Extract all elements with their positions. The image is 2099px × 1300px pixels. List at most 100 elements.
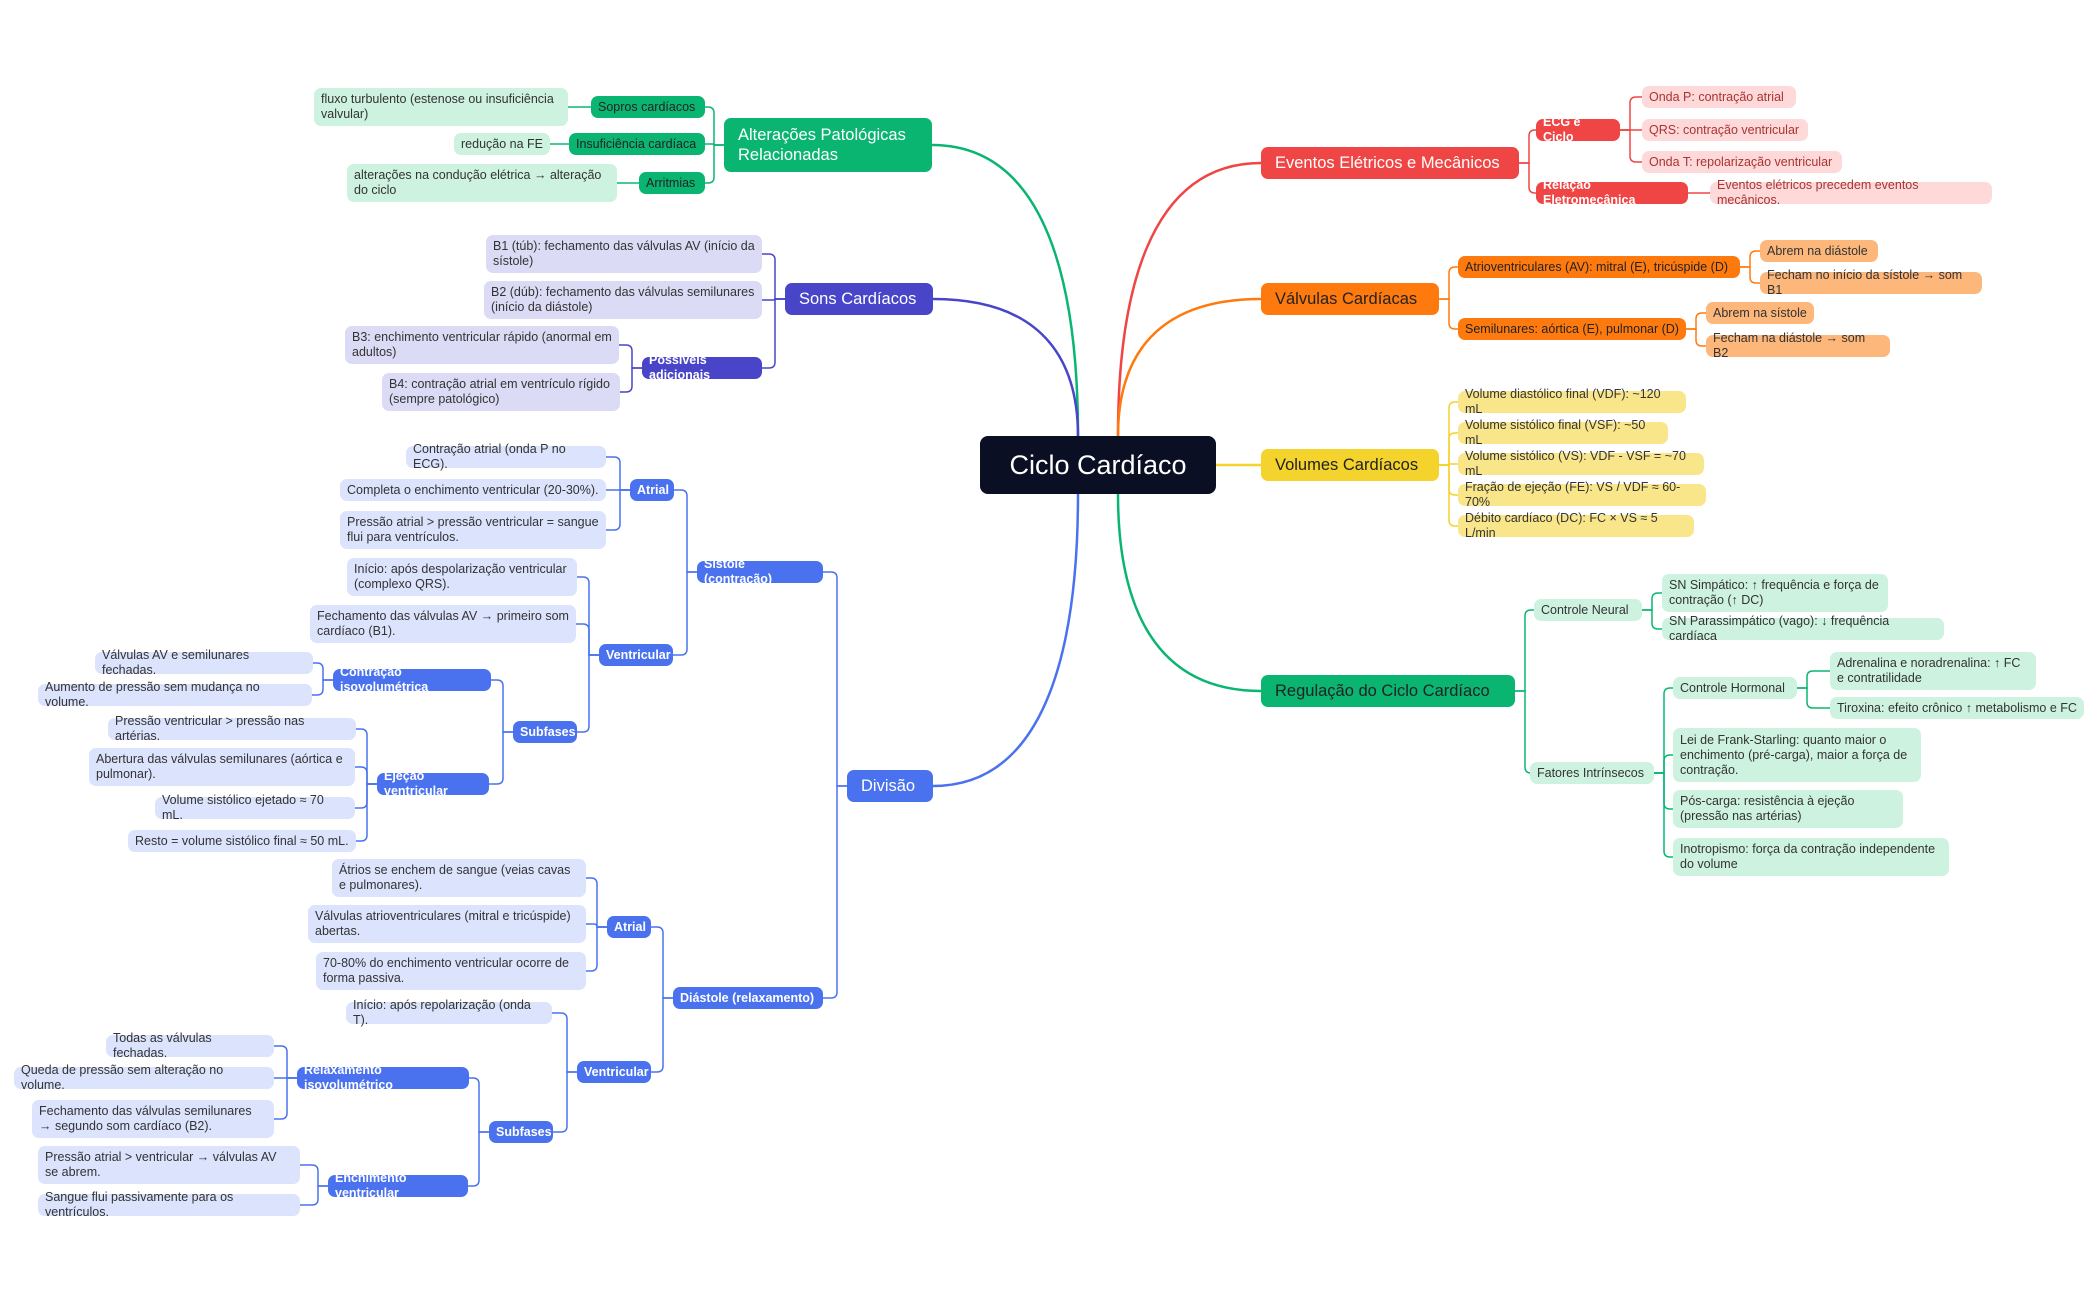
node-diastole-atrial[interactable]: Atrial xyxy=(607,916,651,938)
link-di_ve-di_sf xyxy=(553,1071,577,1133)
leaf-b3[interactable]: B3: enchimento ventricular rápido (anorm… xyxy=(345,326,619,364)
node-relaxamento-isovolumetrico[interactable]: Relaxamento isovolumétrico xyxy=(297,1063,469,1092)
link-re_ne-re_ne0 xyxy=(1642,592,1662,611)
leaf-fecham-sistole-b1[interactable]: Fecham no início da sístole → som B1 xyxy=(1760,268,1982,297)
link-so_ad-so_ad1 xyxy=(620,367,642,393)
leaf-fechamento-semilunares-b2[interactable]: Fechamento das válvulas semilunares → se… xyxy=(32,1100,274,1138)
leaf-valvulas-fechadas[interactable]: Válvulas AV e semilunares fechadas. xyxy=(95,648,313,677)
leaf-b2[interactable]: B2 (dúb): fechamento das válvulas semilu… xyxy=(484,281,762,319)
link-vo-vo4 xyxy=(1439,464,1458,527)
link-si_at-si_at0 xyxy=(606,456,630,491)
link-re-re_in xyxy=(1515,690,1532,774)
subtopic-insuficiencia[interactable]: Insuficiência cardíaca xyxy=(569,133,705,155)
link-si_ve-si_ve1 xyxy=(576,623,599,656)
leaf-pressao-ventricular[interactable]: Pressão ventricular > pressão nas artéri… xyxy=(108,714,356,743)
node-contracao-isovolumetrica[interactable]: Contração isovolumétrica xyxy=(333,665,491,694)
root-node-ciclo-cardiaco[interactable]: Ciclo Cardíaco xyxy=(980,436,1216,494)
topic-eventos-eletricos[interactable]: Eventos Elétricos e Mecânicos xyxy=(1261,147,1519,179)
leaf-inicio-qrs[interactable]: Início: após despolarização ventricular … xyxy=(347,558,577,596)
link-si-si_ve xyxy=(673,571,697,656)
leaf-fechamento-av-b1[interactable]: Fechamento das válvulas AV → primeiro so… xyxy=(310,605,576,643)
topic-sons-cardiacos[interactable]: Sons Cardíacos xyxy=(785,283,933,315)
leaf-volume-3[interactable]: Fração de ejeção (FE): VS / VDF ≈ 60-70% xyxy=(1458,480,1706,509)
subtopic-ecg-e-ciclo[interactable]: ECG e Ciclo xyxy=(1536,115,1620,144)
leaf-pressao-atrial-av[interactable]: Pressão atrial > ventricular → válvulas … xyxy=(38,1146,300,1184)
leaf-volume-0[interactable]: Volume diastólico final (VDF): ~120 mL xyxy=(1458,387,1686,416)
link-re_ho-re_ho1 xyxy=(1797,687,1830,709)
topic-alteracoes-patologicas[interactable]: Alterações Patológicas Relacionadas xyxy=(724,118,932,172)
leaf-adrenalina[interactable]: Adrenalina e noradrenalina: ↑ FC e contr… xyxy=(1830,652,2036,690)
leaf-onda-t[interactable]: Onda T: repolarização ventricular xyxy=(1642,151,1842,173)
leaf-b1[interactable]: B1 (túb): fechamento das válvulas AV (in… xyxy=(486,235,762,273)
link-si_is-si_is0 xyxy=(313,662,333,681)
leaf-eventos-eletricos-precedem[interactable]: Eventos elétricos precedem eventos mecân… xyxy=(1710,178,1992,207)
node-sistole-atrial[interactable]: Atrial xyxy=(630,479,674,501)
subtopic-atrioventriculares[interactable]: Atrioventriculares (AV): mitral (E), tri… xyxy=(1458,256,1740,278)
subtopic-controle-hormonal[interactable]: Controle Hormonal xyxy=(1673,677,1797,699)
subtopic-diastole[interactable]: Diástole (relaxamento) xyxy=(673,987,823,1009)
leaf-aumento-pressao[interactable]: Aumento de pressão sem mudança no volume… xyxy=(38,680,312,709)
leaf-abrem-diastole[interactable]: Abrem na diástole xyxy=(1760,240,1878,262)
link-root-re xyxy=(1116,493,1262,693)
leaf-pressao-atrial[interactable]: Pressão atrial > pressão ventricular = s… xyxy=(340,511,606,549)
subtopic-sopros[interactable]: Sopros cardíacos xyxy=(591,96,705,118)
topic-regulacao-ciclo[interactable]: Regulação do Ciclo Cardíaco xyxy=(1261,675,1515,707)
node-diastole-subfases[interactable]: Subfases xyxy=(489,1121,553,1143)
subtopic-arritmias[interactable]: Arritmias xyxy=(639,172,705,194)
leaf-alteracoes-conducao[interactable]: alterações na condução elétrica → altera… xyxy=(347,164,617,202)
link-vo-vo0 xyxy=(1439,401,1458,466)
node-enchimento-ventricular[interactable]: Enchimento ventricular xyxy=(328,1171,468,1200)
link-si_ej-si_ej3 xyxy=(356,783,377,842)
leaf-queda-pressao[interactable]: Queda de pressão sem alteração no volume… xyxy=(14,1063,274,1092)
subtopic-possiveis-adicionais[interactable]: Possíveis adicionais xyxy=(642,353,762,382)
leaf-pos-carga[interactable]: Pós-carga: resistência à ejeção (pressão… xyxy=(1673,790,1903,828)
link-al-al_ar xyxy=(705,144,724,184)
leaf-sn-simpatico[interactable]: SN Simpático: ↑ frequência e força de co… xyxy=(1662,574,1888,612)
leaf-todas-fechadas[interactable]: Todas as válvulas fechadas. xyxy=(106,1031,274,1060)
leaf-qrs[interactable]: QRS: contração ventricular xyxy=(1642,119,1808,141)
leaf-av-abertas[interactable]: Válvulas atrioventriculares (mitral e tr… xyxy=(308,905,586,943)
link-root-so xyxy=(932,297,1080,437)
link-root-dv xyxy=(932,493,1080,788)
link-va_av-va_av0 xyxy=(1740,250,1760,268)
leaf-volume-4[interactable]: Débito cardíaco (DC): FC × VS ≈ 5 L/min xyxy=(1458,511,1694,540)
link-vo-vo1 xyxy=(1439,432,1458,466)
link-si_sf-si_is xyxy=(491,679,513,733)
leaf-atrios-enchem[interactable]: Átrios se enchem de sangue (veias cavas … xyxy=(332,859,586,897)
topic-volumes-cardiacos[interactable]: Volumes Cardíacos xyxy=(1261,449,1439,481)
leaf-enchimento-passivo[interactable]: 70-80% do enchimento ventricular ocorre … xyxy=(316,952,586,990)
node-sistole-subfases[interactable]: Subfases xyxy=(513,721,577,743)
leaf-reducao-fe[interactable]: redução na FE xyxy=(454,133,550,155)
subtopic-semilunares[interactable]: Semilunares: aórtica (E), pulmonar (D) xyxy=(1458,318,1686,340)
leaf-volume-2[interactable]: Volume sistólico (VS): VDF - VSF = ~70 m… xyxy=(1458,449,1704,478)
leaf-b4[interactable]: B4: contração atrial em ventrículo rígid… xyxy=(382,373,620,411)
node-sistole-ventricular[interactable]: Ventricular xyxy=(599,644,673,666)
subtopic-controle-neural[interactable]: Controle Neural xyxy=(1534,599,1642,621)
node-diastole-ventricular[interactable]: Ventricular xyxy=(577,1061,651,1083)
link-root-ev xyxy=(1116,161,1262,437)
leaf-volume-ejetado[interactable]: Volume sistólico ejetado ≈ 70 mL. xyxy=(155,793,355,822)
leaf-fluxo-turbulento[interactable]: fluxo turbulento (estenose ou insuficiên… xyxy=(314,88,568,126)
leaf-sangue-flui[interactable]: Sangue flui passivamente para os ventríc… xyxy=(38,1190,300,1219)
leaf-inicio-onda-t[interactable]: Início: após repolarização (onda T). xyxy=(346,998,552,1027)
leaf-fecham-diastole-b2[interactable]: Fecham na diástole → som B2 xyxy=(1706,331,1890,360)
link-si_sf-si_ej xyxy=(489,731,513,785)
leaf-contracao-atrial[interactable]: Contração atrial (onda P no ECG). xyxy=(406,442,606,471)
topic-valvulas-cardiacas[interactable]: Válvulas Cardíacas xyxy=(1261,283,1439,315)
leaf-abertura-semilunares[interactable]: Abertura das válvulas semilunares (aórti… xyxy=(89,748,355,786)
leaf-frank-starling[interactable]: Lei de Frank-Starling: quanto maior o en… xyxy=(1673,728,1921,782)
leaf-resto-volume[interactable]: Resto = volume sistólico final ≈ 50 mL. xyxy=(128,830,356,852)
link-re_ho-re_ho0 xyxy=(1797,670,1830,689)
node-ejecao-ventricular[interactable]: Ejeção ventricular xyxy=(377,769,489,798)
leaf-onda-p[interactable]: Onda P: contração atrial xyxy=(1642,86,1796,108)
leaf-abrem-sistole[interactable]: Abrem na sístole xyxy=(1706,302,1814,324)
subtopic-sistole[interactable]: Sístole (contração) xyxy=(697,557,823,586)
leaf-sn-parassimpatico[interactable]: SN Parassimpático (vago): ↓ frequência c… xyxy=(1662,614,1944,643)
subtopic-fatores-intrinsecos[interactable]: Fatores Intrínsecos xyxy=(1530,762,1654,784)
topic-divisao[interactable]: Divisão xyxy=(847,770,933,802)
leaf-tiroxina[interactable]: Tiroxina: efeito crônico ↑ metabolismo e… xyxy=(1830,697,2084,719)
leaf-inotropismo[interactable]: Inotropismo: força da contração independ… xyxy=(1673,838,1949,876)
subtopic-relacao-eletromecanica[interactable]: Relação Eletromecânica xyxy=(1536,178,1688,207)
leaf-completa-enchimento[interactable]: Completa o enchimento ventricular (20-30… xyxy=(340,479,606,501)
leaf-volume-1[interactable]: Volume sistólico final (VSF): ~50 mL xyxy=(1458,418,1668,447)
